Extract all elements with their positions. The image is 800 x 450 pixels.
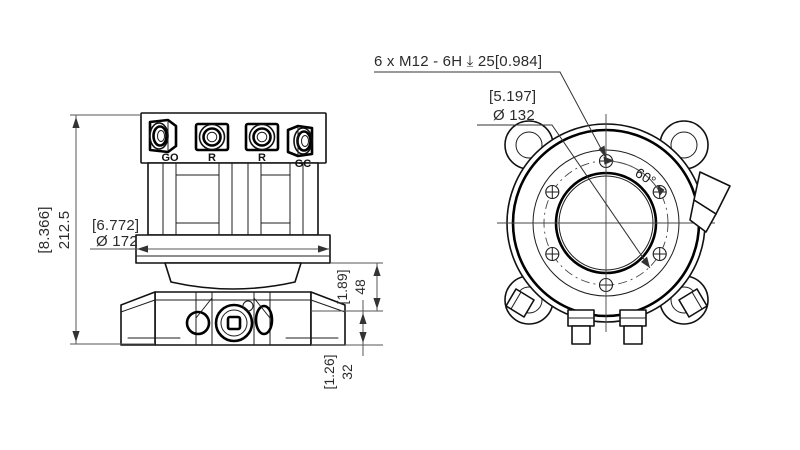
dim-mid-height-inch: [1.89] [334,269,350,304]
port-fitting-go [148,118,178,154]
dimension-overall-height: [8.366] 212.5 [36,114,155,345]
dimension-flange-diameter: [6.772] Ø 172 [90,217,330,253]
dimension-mid-height: [1.89] 48 [330,262,383,312]
dim-mid-height-mm: 48 [352,279,368,295]
dim-overall-height-mm: 212.5 [56,211,73,250]
front-elevation-view [120,112,346,346]
front-lower-housing [120,291,346,346]
side-bracket [689,171,731,233]
port-fitting-r2 [244,122,280,152]
front-housing-details [185,297,274,343]
callout-thread-text: 6 x M12 - 6H ⤓ 25[0.984] [374,53,542,70]
callout-bolt-circle-mm: Ø 132 [493,107,535,124]
top-plan-view: 60° [497,114,731,345]
view-centerlines [497,114,715,332]
port-fitting-r1 [194,122,230,152]
callout-bolt-circle: [5.197] Ø 132 [477,88,651,269]
port-label-r1: R [208,152,216,164]
m12-hole-3 [652,246,667,262]
port-label-r2: R [258,152,266,164]
front-body-ribs [147,162,319,236]
hex-fitting-right [619,309,647,345]
dim-base-height-mm: 32 [339,364,355,380]
dim-base-height-inch: [1.26] [321,354,337,389]
port-label-gc: GC [295,158,312,170]
front-tapered-collar [164,262,302,290]
callout-bolt-circle-inch: [5.197] [489,88,536,105]
m12-hole-6 [545,184,560,200]
dimension-base-height: [1.26] 32 [311,300,383,390]
hex-fitting-left [567,309,595,345]
m12-hole-5 [545,246,560,262]
port-label-go: GO [161,152,179,164]
port-fitting-gc [286,124,314,158]
dim-overall-height-inch: [8.366] [36,206,53,253]
dim-flange-dia-inch: [6.772] [92,217,139,234]
dim-flange-dia-mm: Ø 172 [96,233,138,250]
callout-thread-spec: 6 x M12 - 6H ⤓ 25[0.984] [374,53,607,159]
lug-side-fittings [505,288,708,318]
bottom-hex-fittings [567,309,647,345]
